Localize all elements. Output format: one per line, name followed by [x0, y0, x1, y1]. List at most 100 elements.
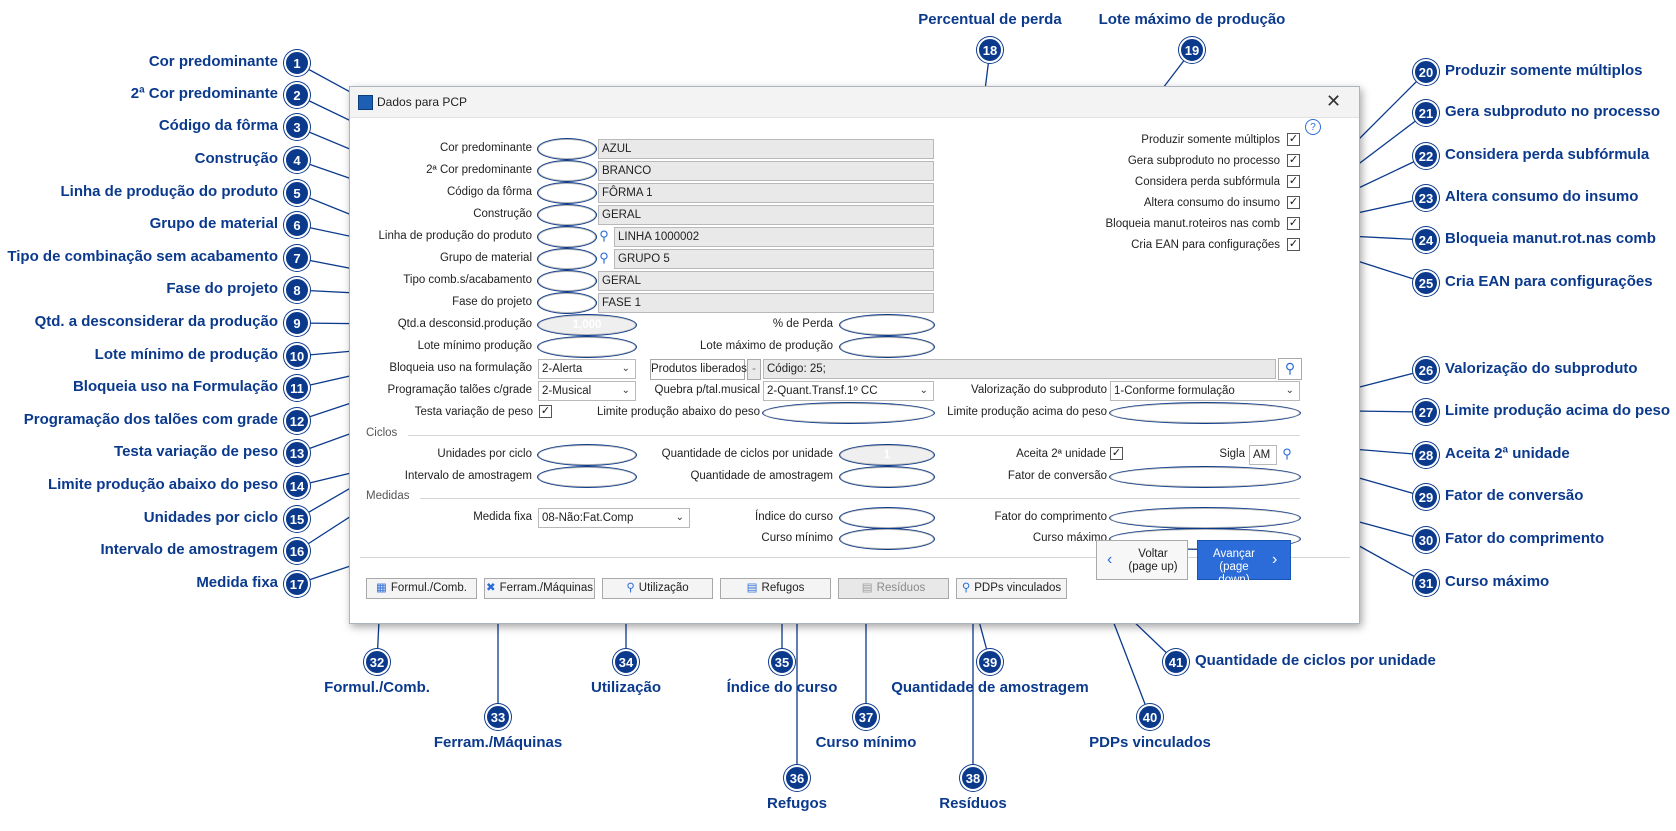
callout-label-40: PDPs vinculados	[1089, 734, 1211, 751]
callout-label-8: Fase do projeto	[166, 280, 278, 297]
tipo-label: Tipo comb.s/acabamento	[403, 274, 532, 286]
valorizacao-label: Valorização do subproduto	[971, 384, 1107, 396]
residuos-button[interactable]: ▤Resíduos	[838, 578, 949, 599]
indice-curso-input[interactable]: 2,0000	[840, 508, 934, 528]
callout-number-23: 23	[1413, 185, 1439, 211]
construcao-code-input[interactable]: 1	[538, 205, 596, 225]
callout-label-16: Intervalo de amostragem	[100, 541, 278, 558]
sigla-input[interactable]: AM	[1249, 445, 1277, 465]
produtos-search-button[interactable]: ⚲	[1278, 358, 1302, 380]
ciclos-section-title: Ciclos	[366, 427, 398, 439]
indice-curso-label: Índice do curso	[755, 511, 833, 523]
option-checkbox[interactable]: ✓	[1287, 196, 1300, 209]
lim-abaixo-input[interactable]: 1,000	[763, 403, 934, 423]
tipo-code-input[interactable]: 1	[538, 271, 596, 291]
voltar-button[interactable]: ‹ Voltar(page up)	[1096, 540, 1188, 580]
quebra-select[interactable]: 2-Quant.Transf.1º CC⌄	[763, 381, 934, 401]
callout-label-28: Aceita 2ª unidade	[1445, 445, 1570, 462]
aceita2-checkbox[interactable]: ✓	[1110, 447, 1123, 460]
fase-code-input[interactable]: 1	[538, 293, 596, 313]
linha-search-icon[interactable]: ⚲	[599, 228, 609, 243]
callout-label-14: Limite produção abaixo do peso	[47, 476, 278, 493]
chevron-down-icon: ⌄	[1285, 385, 1294, 396]
callout-label-10: Lote mínimo de produção	[94, 346, 278, 363]
grupo-search-icon[interactable]: ⚲	[599, 250, 609, 265]
callout-number-18: 18	[977, 37, 1003, 63]
medidas-divider	[420, 498, 1300, 499]
callout-label-5: Linha de produção do produto	[60, 183, 278, 200]
option-checkbox[interactable]: ✓	[1287, 154, 1300, 167]
grupo-code-input[interactable]: 5	[538, 249, 596, 269]
medida-fixa-select[interactable]: 08-Não:Fat.Comp⌄	[538, 508, 690, 528]
cor1-desc: AZUL	[598, 139, 934, 159]
lim-acima-input[interactable]: 32,000	[1110, 403, 1300, 423]
callout-label-3: Código da fôrma	[158, 117, 278, 134]
qtd-ciclos-input[interactable]: 1	[840, 445, 934, 465]
cor2-code-input[interactable]: 1	[538, 161, 596, 181]
pdps-vinculados-button[interactable]: ⚲PDPs vinculados	[956, 578, 1067, 599]
qtd-desc-input[interactable]: 1,000	[538, 315, 636, 335]
utilizacao-button[interactable]: ⚲Utilização	[602, 578, 713, 599]
ferram-maquinas-label: Ferram./Máquinas	[499, 582, 593, 594]
linha-code-input[interactable]: 1000002	[538, 227, 596, 247]
callout-number-8: 8	[284, 277, 310, 303]
quebra-label: Quebra p/tal.musical	[654, 384, 760, 396]
callout-label-33: Ferram./Máquinas	[433, 734, 563, 751]
callout-label-31: Curso máximo	[1445, 573, 1550, 590]
avancar-button[interactable]: Avançar(page down) ›	[1197, 540, 1291, 586]
grupo-desc: GRUPO 5	[614, 249, 934, 269]
voltar-label: Voltar	[1138, 548, 1168, 560]
aceita2-label: Aceita 2ª unidade	[1016, 448, 1106, 460]
callout-number-12: 12	[284, 408, 310, 434]
produtos-liberados-button[interactable]: Produtos liberados	[650, 359, 747, 380]
formul-comb-button[interactable]: ▦Formul./Comb.	[366, 578, 477, 599]
sigla-search-icon[interactable]: ⚲	[1282, 446, 1292, 461]
callout-label-32: Formul./Comb.	[324, 679, 430, 696]
option-checkbox[interactable]: ✓	[1287, 238, 1300, 251]
ciclos-divider	[408, 435, 1300, 436]
callout-number-5: 5	[284, 180, 310, 206]
help-icon[interactable]: ?	[1305, 119, 1321, 135]
chevron-right-icon: ›	[1272, 551, 1278, 568]
chevron-down-icon: ⌄	[675, 512, 684, 523]
utilizacao-label: Utilização	[638, 582, 689, 594]
forma-code-input[interactable]: 1	[538, 183, 596, 203]
callout-label-26: Valorização do subproduto	[1445, 360, 1638, 377]
fator-comp-input[interactable]: 21,0000	[1110, 508, 1300, 528]
option-checkbox[interactable]: ✓	[1287, 175, 1300, 188]
callout-number-6: 6	[284, 212, 310, 238]
option-checkbox[interactable]: ✓	[1287, 217, 1300, 230]
curso-min-label: Curso mínimo	[761, 532, 833, 544]
fator-comp-label: Fator do comprimento	[994, 511, 1108, 523]
lote-max-input[interactable]: 1,000	[840, 337, 934, 357]
callout-number-15: 15	[284, 506, 310, 532]
voltar-hint: (page up)	[1128, 561, 1178, 573]
option-label: Considera perda subfórmula	[1134, 176, 1280, 188]
close-icon[interactable]: ✕	[1326, 91, 1342, 111]
testa-peso-checkbox[interactable]: ✓	[539, 405, 552, 418]
valorizacao-select[interactable]: 1-Conforme formulação⌄	[1110, 381, 1300, 401]
produtos-liberados-clear[interactable]: -	[747, 359, 761, 380]
qtd-amostr-input[interactable]: 12,000	[840, 467, 934, 487]
dialog-title: Dados para PCP	[377, 95, 468, 109]
bloqueia-select[interactable]: 2-Alerta⌄	[538, 359, 636, 379]
unid-ciclo-input[interactable]: 23,000	[538, 445, 636, 465]
callout-label-25: Cria EAN para configurações	[1445, 273, 1653, 290]
curso-min-input[interactable]: 3,000	[840, 529, 934, 549]
curso-max-label: Curso máximo	[1032, 532, 1107, 544]
option-checkbox[interactable]: ✓	[1287, 133, 1300, 146]
fator-conv-input[interactable]: 2,000000	[1110, 467, 1300, 487]
callout-number-28: 28	[1413, 442, 1439, 468]
ferram-maquinas-button[interactable]: ✖Ferram./Máquinas	[484, 578, 595, 599]
perda-input[interactable]: 2,00	[840, 315, 934, 335]
lote-min-input[interactable]: 1,000	[538, 337, 636, 357]
callout-label-39: Quantidade de amostragem	[891, 679, 1089, 696]
programacao-select[interactable]: 2-Musical⌄	[538, 381, 636, 401]
callout-number-41: 41	[1163, 649, 1189, 675]
callout-label-13: Testa variação de peso	[114, 443, 278, 460]
callout-label-34: Utilização	[590, 679, 662, 696]
callout-number-37: 37	[853, 704, 879, 730]
intervalo-input[interactable]: 2,000	[538, 467, 636, 487]
cor1-code-input[interactable]: 3	[538, 139, 596, 159]
refugos-button[interactable]: ▤Refugos	[720, 578, 831, 599]
